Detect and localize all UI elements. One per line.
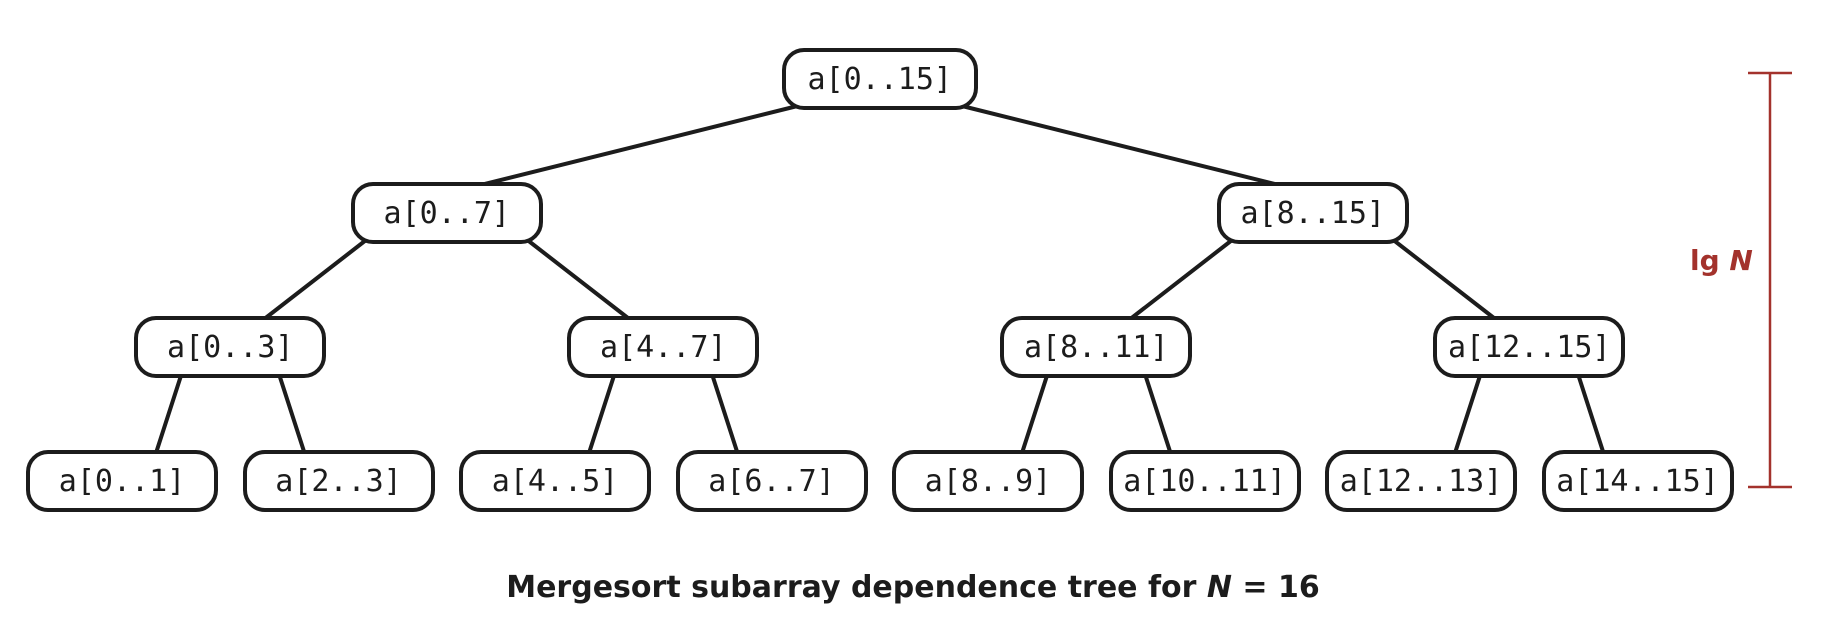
tree-edge [478,104,800,187]
tree-edge [1020,372,1050,455]
tree-node: a[12..13] [1325,450,1517,512]
tree-edge [1128,238,1235,321]
tree-edge [276,372,307,455]
tree-node: a[8..9] [892,450,1084,512]
tree-edge [587,372,617,455]
tree-node-label: a[8..15] [1240,195,1386,231]
tree-node: a[0..3] [134,316,327,378]
tree-edge [525,238,632,321]
tree-edge [1391,238,1498,321]
caption-suffix: = 16 [1231,570,1320,605]
tree-node: a[8..15] [1216,182,1409,244]
tree-edge [1142,372,1173,455]
tree-node: a[0..1] [26,450,218,512]
tree-node: a[6..7] [675,450,868,512]
tree-node: a[8..11] [1000,316,1193,378]
tree-node: a[0..7] [350,182,543,244]
tree-node: a[12..15] [1433,316,1626,378]
tree-node: a[10..11] [1108,450,1301,512]
height-label-prefix: lg [1690,244,1730,277]
tree-node-label: a[2..3] [275,463,402,499]
tree-node: a[2..3] [242,450,435,512]
tree-edge [1453,372,1483,455]
tree-node: a[4..7] [567,316,760,378]
tree-node-label: a[12..13] [1339,463,1503,499]
tree-node-label: a[0..3] [167,329,294,365]
tree-edge [709,372,740,455]
caption-var: N [1206,570,1232,605]
tree-edge [262,238,369,321]
tree-node: a[4..5] [459,450,651,512]
tree-node: a[0..15] [781,48,978,110]
height-label-var: N [1729,244,1753,277]
tree-node-label: a[14..15] [1556,463,1719,499]
tree-edge [1575,372,1606,455]
tree-node-label: a[4..7] [600,329,727,365]
tree-node-label: a[10..11] [1123,463,1286,499]
tree-node-label: a[6..7] [708,463,835,499]
tree-node-label: a[0..15] [807,61,953,97]
tree-node-label: a[0..1] [58,463,186,499]
tree-node-label: a[8..11] [1024,329,1169,365]
tree-node-label: a[8..9] [924,463,1052,499]
tree-node: a[14..15] [1541,450,1734,512]
tree-node-label: a[0..7] [383,195,510,231]
tree-edge [960,104,1281,187]
tree-edge [154,372,184,455]
tree-node-label: a[4..5] [491,463,619,499]
tree-node-label: a[12..15] [1447,329,1611,365]
figure-caption: Mergesort subarray dependence tree for N… [0,570,1826,605]
height-label: lg N [1690,244,1753,277]
caption-prefix: Mergesort subarray dependence tree for [506,570,1207,605]
